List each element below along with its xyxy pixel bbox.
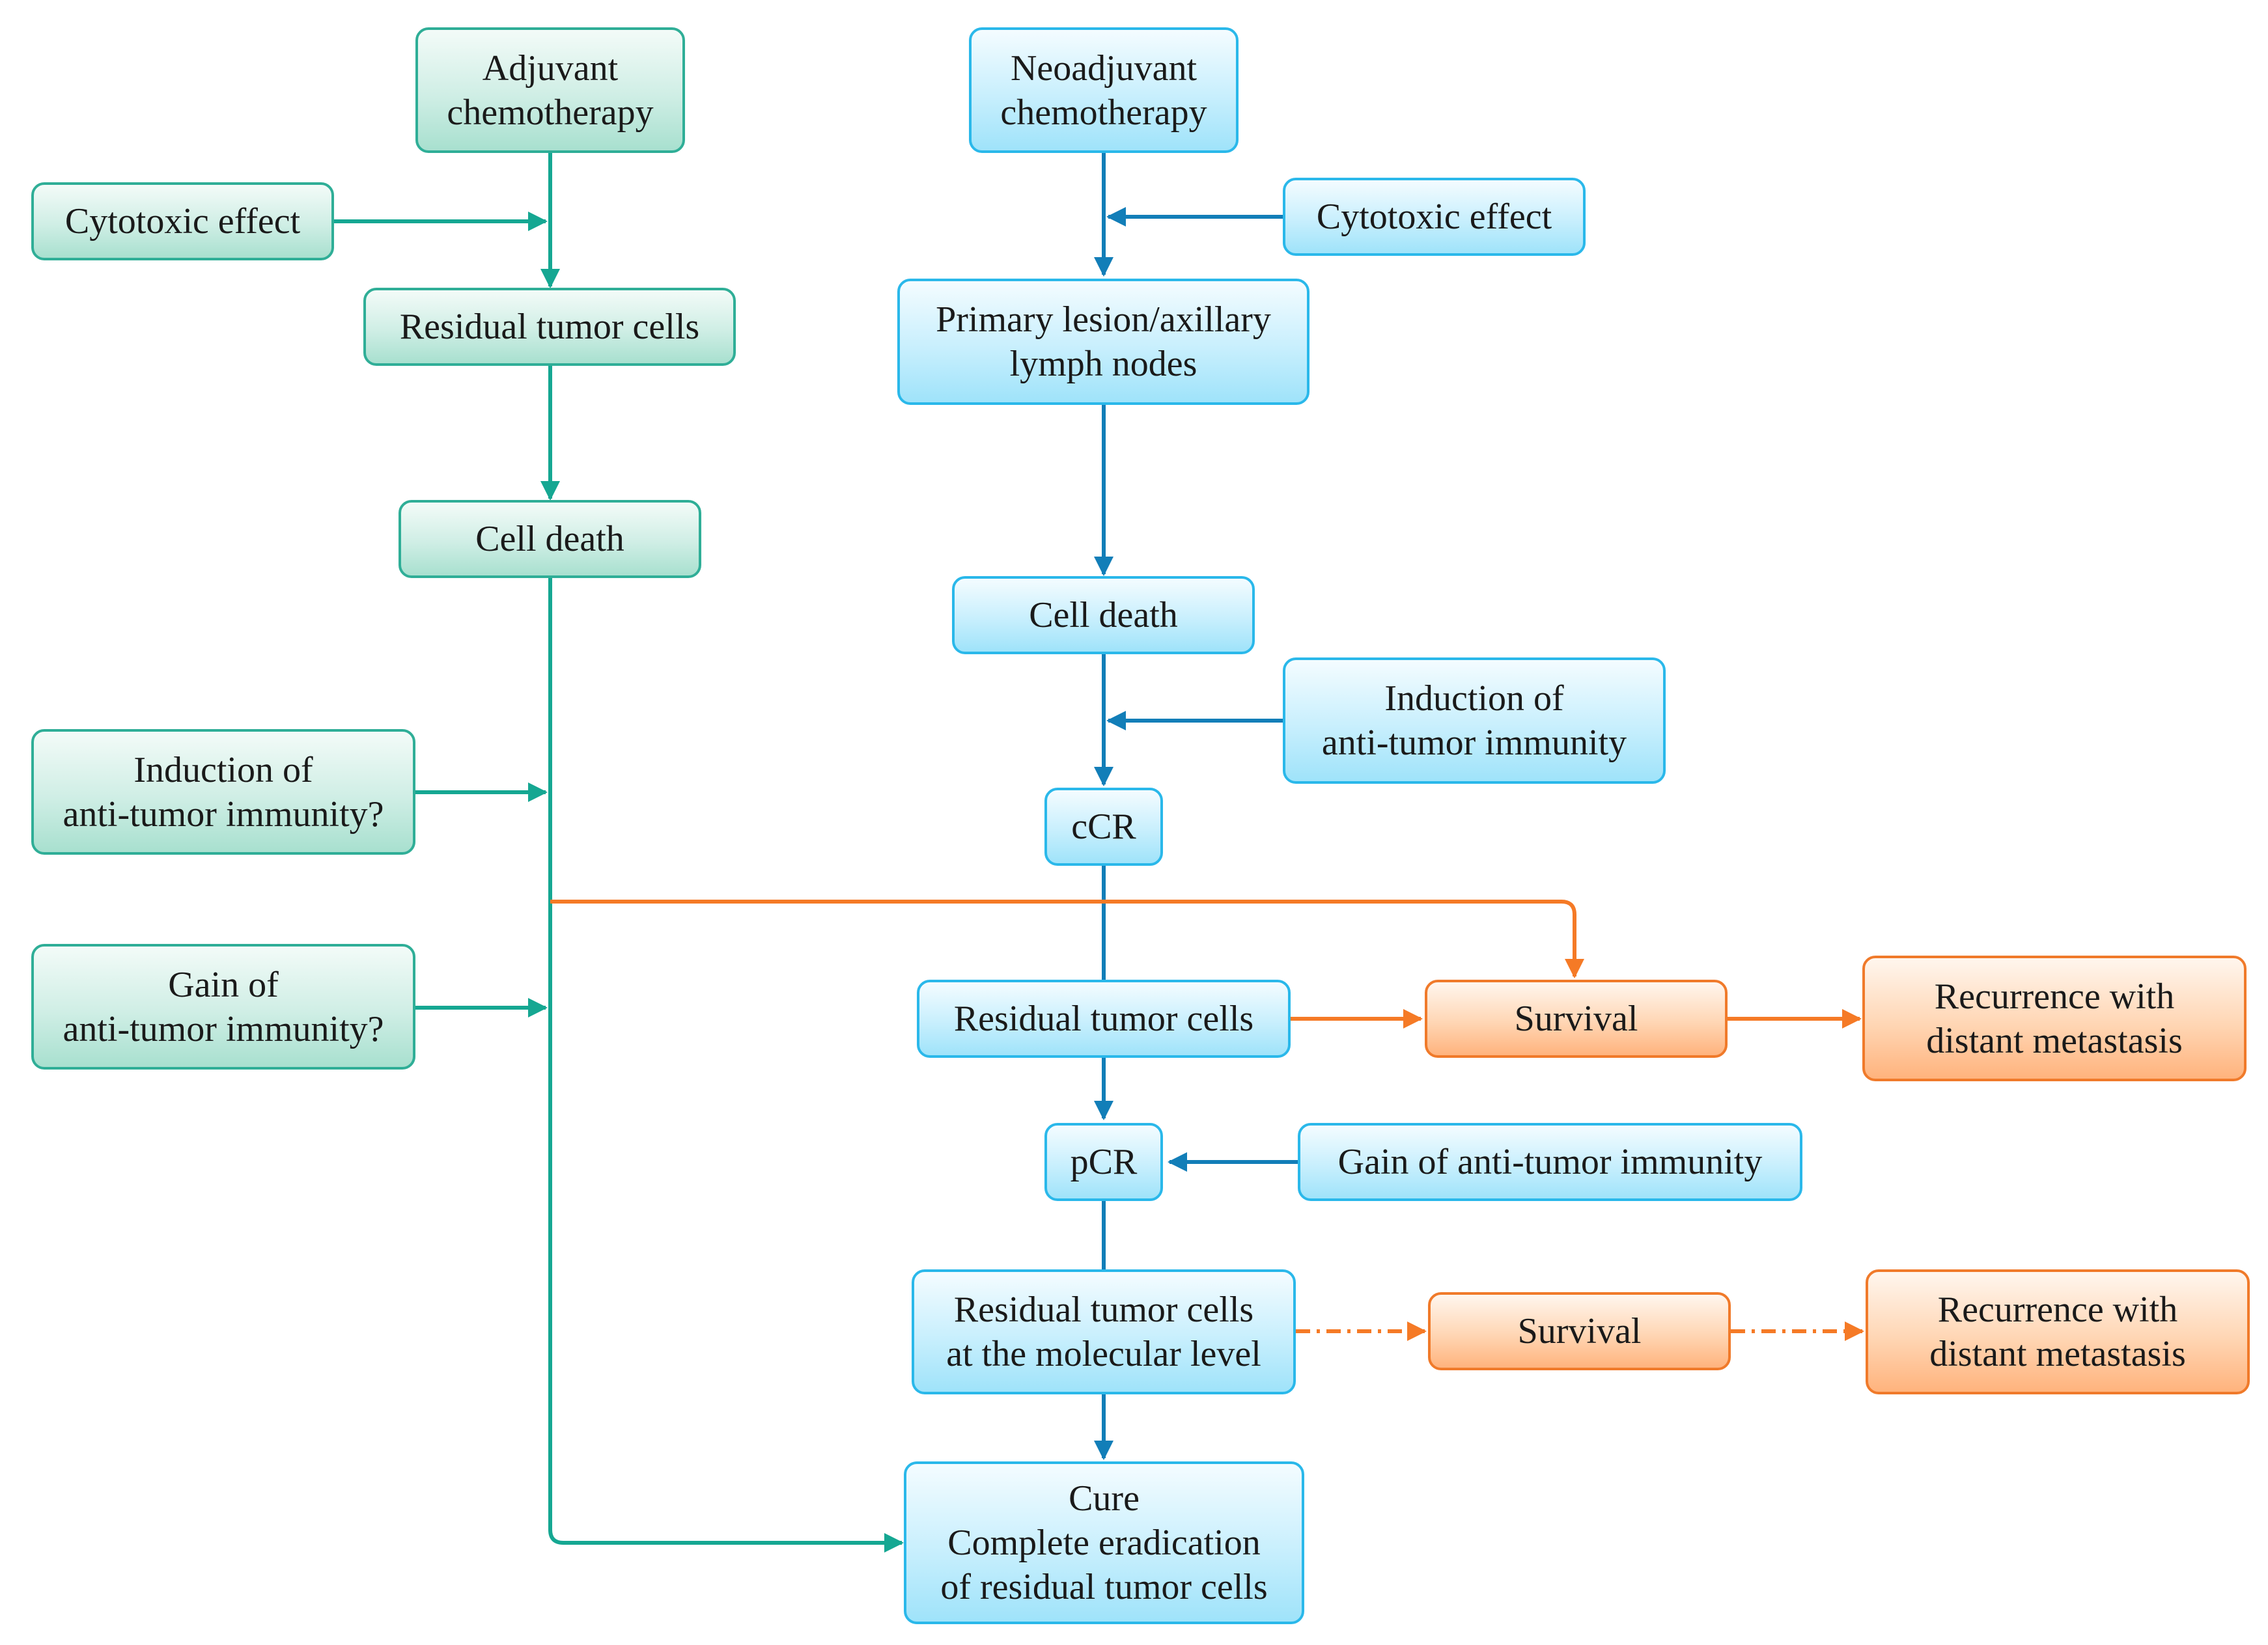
ccr-box: cCR bbox=[1044, 788, 1163, 866]
neoadjuvant-gain-immunity-box: Gain of anti-tumor immunity bbox=[1298, 1123, 1802, 1201]
neoadjuvant-residual-tumor-cells-box: Residual tumor cells bbox=[917, 980, 1291, 1058]
neoadjuvant-cell-death-box: Cell death bbox=[952, 576, 1255, 654]
adjuvant-gain-immunity-box: Gain of anti-tumor immunity? bbox=[31, 944, 415, 1070]
residual-molecular-level-box: Residual tumor cells at the molecular le… bbox=[912, 1269, 1296, 1394]
neoadjuvant-chemotherapy-box: Neoadjuvant chemotherapy bbox=[969, 27, 1239, 153]
arrow-adj-to-survival bbox=[550, 900, 1584, 978]
adjuvant-cytotoxic-effect-box: Cytotoxic effect bbox=[31, 182, 334, 260]
recurrence-box-1: Recurrence with distant metastasis bbox=[1862, 956, 2247, 1081]
survival-box-2: Survival bbox=[1428, 1292, 1731, 1370]
adjuvant-induction-immunity-box: Induction of anti-tumor immunity? bbox=[31, 729, 415, 855]
arrow-adj-death-to-cure bbox=[548, 578, 904, 1553]
cure-box: Cure Complete eradication of residual tu… bbox=[904, 1461, 1304, 1624]
adjuvant-residual-tumor-cells-box: Residual tumor cells bbox=[363, 288, 736, 366]
recurrence-box-2: Recurrence with distant metastasis bbox=[1866, 1269, 2250, 1394]
survival-box-1: Survival bbox=[1425, 980, 1728, 1058]
neoadjuvant-induction-immunity-box: Induction of anti-tumor immunity bbox=[1283, 657, 1666, 784]
adjuvant-cell-death-box: Cell death bbox=[399, 500, 701, 578]
primary-lesion-box: Primary lesion/axillary lymph nodes bbox=[897, 279, 1309, 405]
adjuvant-chemotherapy-box: Adjuvant chemotherapy bbox=[415, 27, 685, 153]
pcr-box: pCR bbox=[1044, 1123, 1163, 1201]
neoadjuvant-cytotoxic-effect-box: Cytotoxic effect bbox=[1283, 178, 1586, 256]
